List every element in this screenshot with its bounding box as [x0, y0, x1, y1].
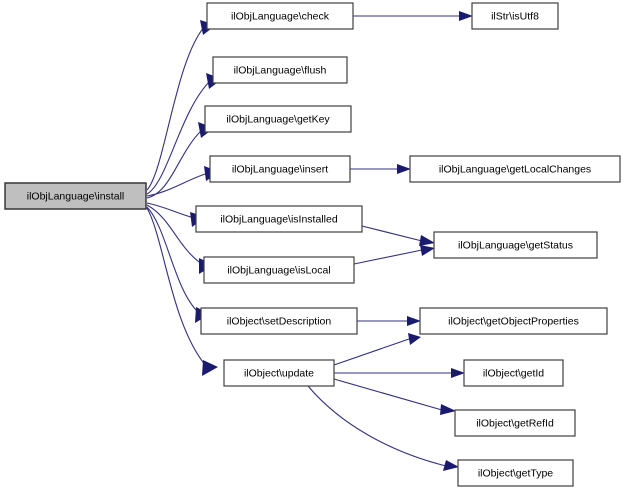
graph-node-check[interactable]: ilObjLanguage\check	[206, 2, 354, 30]
node-label: ilObject\getObjectProperties	[448, 315, 579, 327]
edge-line	[333, 338, 410, 366]
arrowhead-icon	[408, 333, 421, 345]
edge-check-to-isUtf8	[353, 11, 473, 21]
arrowhead-icon	[440, 404, 456, 415]
edge-line	[333, 378, 443, 411]
arrowhead-icon	[443, 460, 459, 471]
edge-line	[146, 207, 207, 367]
graph-node-flush[interactable]: ilObjLanguage\flush	[212, 56, 348, 84]
node-box[interactable]	[454, 409, 576, 437]
node-label: ilStr\isUtf8	[491, 10, 539, 22]
node-label: ilObjLanguage\getStatus	[458, 239, 573, 251]
edge-isLocal-to-getStatus	[353, 245, 435, 265]
node-box[interactable]	[203, 256, 355, 284]
node-box[interactable]	[457, 459, 574, 487]
graph-node-isInstalled[interactable]: ilObjLanguage\isInstalled	[195, 205, 363, 233]
node-box[interactable]	[195, 205, 363, 233]
node-label: ilObjLanguage\getLocalChanges	[439, 163, 591, 175]
graph-node-getLocalChanges[interactable]: ilObjLanguage\getLocalChanges	[409, 155, 621, 183]
node-label: ilObjLanguage\isInstalled	[220, 213, 337, 225]
graph-node-insert[interactable]: ilObjLanguage\insert	[209, 155, 351, 183]
edge-update-to-getType	[307, 385, 459, 471]
node-box[interactable]	[419, 307, 608, 335]
graph-node-getObjectProperties[interactable]: ilObject\getObjectProperties	[419, 307, 608, 335]
edge-line	[146, 128, 204, 199]
node-label: ilObjLanguage\check	[231, 10, 330, 22]
arrowhead-icon	[202, 360, 218, 376]
graph-node-isUtf8[interactable]: ilStr\isUtf8	[471, 2, 559, 30]
node-box[interactable]	[223, 359, 335, 387]
node-label: ilObjLanguage\install	[27, 190, 124, 202]
node-box[interactable]	[204, 105, 352, 133]
edge-update-to-getId	[334, 368, 465, 378]
node-box[interactable]	[200, 307, 358, 335]
node-box[interactable]	[463, 359, 564, 387]
edge-install-to-check	[146, 20, 216, 191]
node-label: ilObject\getId	[483, 367, 544, 379]
edge-line	[353, 249, 423, 265]
node-label: ilObject\getType	[478, 467, 553, 479]
arrowhead-icon	[419, 235, 435, 246]
node-box[interactable]	[471, 2, 559, 30]
edge-isInstalled-to-getStatus	[361, 225, 435, 246]
edge-line	[146, 206, 200, 314]
arrowhead-icon	[459, 11, 473, 21]
node-label: ilObjLanguage\getKey	[226, 113, 330, 125]
edge-line	[146, 79, 212, 195]
node-label: ilObjLanguage\insert	[232, 163, 328, 175]
graph-node-setDescription[interactable]: ilObject\setDescription	[200, 307, 358, 335]
graph-node-getKey[interactable]: ilObjLanguage\getKey	[204, 105, 352, 133]
edge-line	[307, 385, 447, 467]
edge-line	[146, 25, 206, 191]
edge-line	[146, 172, 209, 197]
node-box[interactable]	[209, 155, 351, 183]
graph-node-update[interactable]: ilObject\update	[223, 359, 335, 387]
edge-install-to-update	[146, 207, 218, 376]
edge-setDescription-to-getObjectProperties	[357, 316, 421, 326]
node-box[interactable]	[212, 56, 348, 84]
graph-node-getRefId[interactable]: ilObject\getRefId	[454, 409, 576, 437]
node-box[interactable]	[409, 155, 621, 183]
node-box[interactable]	[433, 231, 598, 259]
graph-node-isLocal[interactable]: ilObjLanguage\isLocal	[203, 256, 355, 284]
edge-update-to-getRefId	[333, 378, 456, 415]
node-label: ilObject\update	[244, 367, 314, 379]
graph-node-install[interactable]: ilObjLanguage\install	[4, 182, 147, 210]
arrowhead-icon	[407, 316, 421, 326]
arrowhead-icon	[451, 368, 465, 378]
graph-node-getType[interactable]: ilObject\getType	[457, 459, 574, 487]
node-label: ilObject\setDescription	[227, 315, 332, 327]
node-label: ilObject\getRefId	[476, 417, 554, 429]
edge-install-to-getKey	[146, 122, 214, 199]
edge-line	[146, 204, 203, 265]
node-label: ilObjLanguage\flush	[234, 64, 327, 76]
node-box[interactable]	[4, 182, 147, 210]
node-label: ilObjLanguage\isLocal	[227, 264, 330, 276]
edge-update-to-getObjectProperties	[333, 333, 421, 366]
arrowhead-icon	[397, 164, 411, 174]
edge-line	[146, 202, 195, 219]
graph-node-getId[interactable]: ilObject\getId	[463, 359, 564, 387]
graph-node-getStatus[interactable]: ilObjLanguage\getStatus	[433, 231, 598, 259]
edge-insert-to-getLocalChanges	[350, 164, 411, 174]
arrowhead-icon	[420, 245, 435, 256]
edge-line	[361, 225, 423, 242]
nodes-layer: ilObjLanguage\install ilObjLanguage\check…	[4, 2, 621, 487]
node-box[interactable]	[206, 2, 354, 30]
